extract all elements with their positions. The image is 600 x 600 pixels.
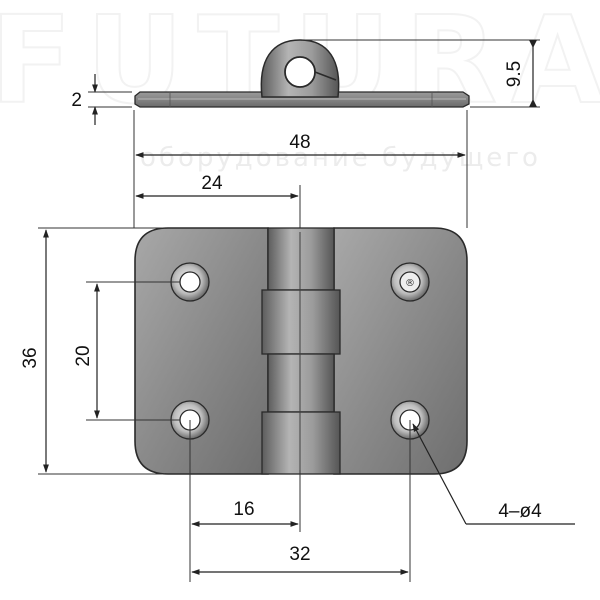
dim-knuckle-height-label: 9.5 (504, 61, 525, 87)
dimension-overall-height: 36 (20, 227, 165, 475)
dimension-thickness: 2 (71, 74, 132, 125)
hole-top-right-with-mark: ® (390, 262, 430, 302)
svg-text:®: ® (405, 278, 415, 289)
dimension-hole-spacing-horizontal: 32 (191, 420, 411, 582)
watermark-tagline: оборудование будущего (140, 143, 541, 173)
hinge-side-view (134, 39, 470, 108)
dim-thickness-label: 2 (71, 90, 82, 111)
dim-hole-offset-label: 16 (233, 499, 254, 520)
hole-callout-label: 4–ø4 (498, 501, 542, 522)
dimension-hole-spacing-vertical: 20 (73, 281, 180, 421)
dimension-overall-width: 48 (133, 110, 468, 228)
dimension-hole-offset: 16 (189, 420, 301, 582)
dim-overall-height-label: 36 (20, 347, 41, 368)
hole-top-left (170, 262, 210, 302)
dimension-knuckle-height: 9.5 (302, 39, 540, 108)
dim-leaf-width-label: 24 (201, 173, 223, 194)
hinge-front-view: ® (134, 227, 468, 475)
dim-hole-spacing-horizontal-label: 32 (289, 544, 310, 565)
dim-hole-spacing-vertical-label: 20 (73, 345, 94, 366)
hole-callout: 4–ø4 (412, 423, 575, 525)
dim-overall-width-label: 48 (289, 132, 310, 153)
